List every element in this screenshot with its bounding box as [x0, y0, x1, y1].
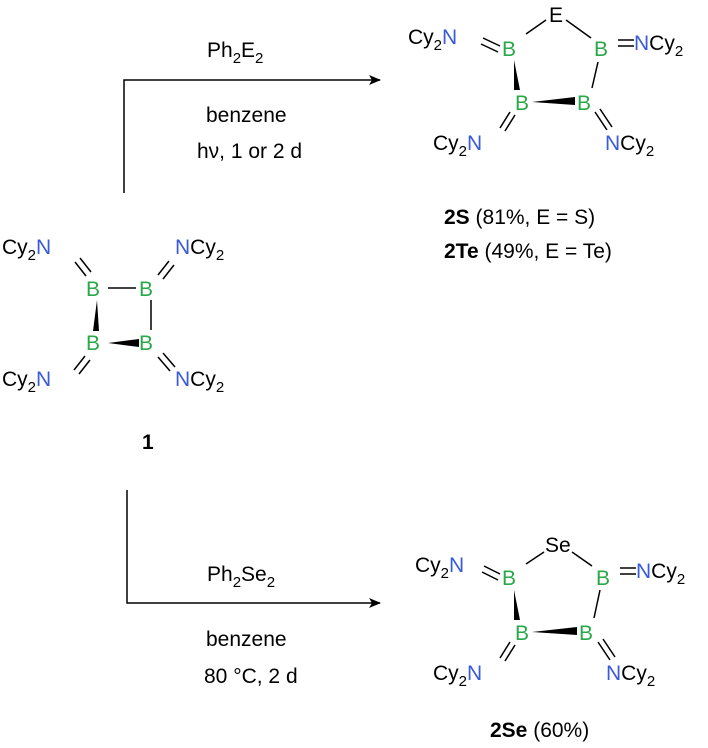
wedge-b3-b4 — [108, 339, 139, 347]
double-bond-b4-n — [157, 356, 171, 372]
double-bond-b-n — [599, 108, 613, 128]
amino-substituent: NCy2 — [175, 368, 224, 396]
product-2te-label: 2Te (49%, E = Te) — [444, 240, 612, 263]
reaction-arrow-bottom — [126, 490, 381, 608]
double-bond-b4-n — [162, 352, 176, 368]
bond-b-b — [593, 589, 601, 619]
double-bond-b-n — [597, 641, 611, 661]
double-bond-b2-n — [157, 260, 170, 276]
double-bond-b1-n — [79, 257, 92, 273]
reagent-ph2se2: Ph2Se2 — [207, 563, 275, 591]
double-bond-b2-n — [162, 264, 175, 280]
bond-b-e — [525, 19, 547, 35]
double-bond-b-n — [481, 571, 499, 581]
double-bond-b-n — [504, 644, 516, 662]
boron-atom: B — [139, 332, 153, 355]
boron-atom: B — [502, 38, 516, 61]
wedge-b-b — [532, 627, 577, 635]
product-2se-structure: Se B B B B Cy2N NCy2 Cy2N NCy2 — [415, 534, 685, 690]
amino-substituent: Cy2N — [415, 554, 464, 582]
double-bond-b-n — [499, 111, 511, 129]
double-bond-b1-n — [74, 261, 87, 277]
amino-substituent: NCy2 — [606, 662, 655, 690]
compound-1-label: 1 — [142, 431, 154, 454]
boron-atom: B — [86, 278, 100, 301]
amino-substituent: NCy2 — [634, 32, 683, 60]
double-bond-b-n — [602, 638, 616, 658]
bond-e-b — [565, 19, 592, 39]
amino-substituent: NCy2 — [636, 560, 685, 588]
amino-substituent: NCy2 — [605, 132, 654, 160]
boron-atom: B — [515, 622, 529, 645]
reaction-arrow-top — [123, 75, 381, 193]
wedge-b-b — [532, 97, 575, 105]
amino-substituent: Cy2N — [433, 662, 482, 690]
double-bond-b-n — [483, 565, 501, 575]
wedge-b-b — [514, 590, 520, 620]
selenium-atom: Se — [545, 534, 571, 557]
double-bond-b-n — [482, 37, 501, 47]
boron-atom: B — [596, 567, 610, 590]
solvent-label-bottom: benzene — [206, 628, 287, 651]
product-2e-structure: E B B B B Cy2N NCy2 Cy2N NCy2 — [408, 4, 683, 160]
double-bond-b-n — [499, 641, 511, 659]
reagent-ph2e2: Ph2E2 — [207, 39, 263, 67]
compound-1-structure: B B B B Cy2N NCy2 Cy2N NCy2 — [2, 236, 224, 396]
product-2se-label: 2Se (60%) — [490, 719, 589, 742]
amino-substituent: Cy2N — [2, 368, 51, 396]
boron-atom: B — [502, 567, 516, 590]
amino-substituent: Cy2N — [2, 236, 51, 264]
amino-substituent: Cy2N — [408, 26, 457, 54]
double-bond-b3-n — [78, 359, 91, 375]
amino-substituent: NCy2 — [175, 236, 224, 264]
bond-b-b — [591, 61, 599, 89]
bond-b-se — [525, 551, 545, 565]
boron-atom: B — [579, 622, 593, 645]
bond-se-b — [571, 551, 593, 567]
chalcogen-atom: E — [549, 4, 563, 27]
double-bond-b3-n — [73, 355, 86, 371]
wedge-b1-b3 — [93, 300, 99, 331]
amino-substituent: Cy2N — [433, 132, 482, 160]
boron-atom: B — [594, 38, 608, 61]
solvent-label-top: benzene — [206, 104, 287, 127]
conditions-label-bottom: 80 °C, 2 d — [204, 665, 298, 688]
boron-atom: B — [577, 92, 591, 115]
boron-atom: B — [139, 278, 153, 301]
boron-atom: B — [515, 92, 529, 115]
double-bond-b-n — [594, 111, 608, 131]
boron-atom: B — [86, 332, 100, 355]
double-bond-b-n — [480, 43, 499, 53]
product-2s-label: 2S (81%, E = S) — [444, 206, 595, 229]
double-bond-b-n — [504, 114, 516, 132]
conditions-label-top: hν, 1 or 2 d — [197, 140, 302, 163]
wedge-b-b — [514, 60, 520, 90]
